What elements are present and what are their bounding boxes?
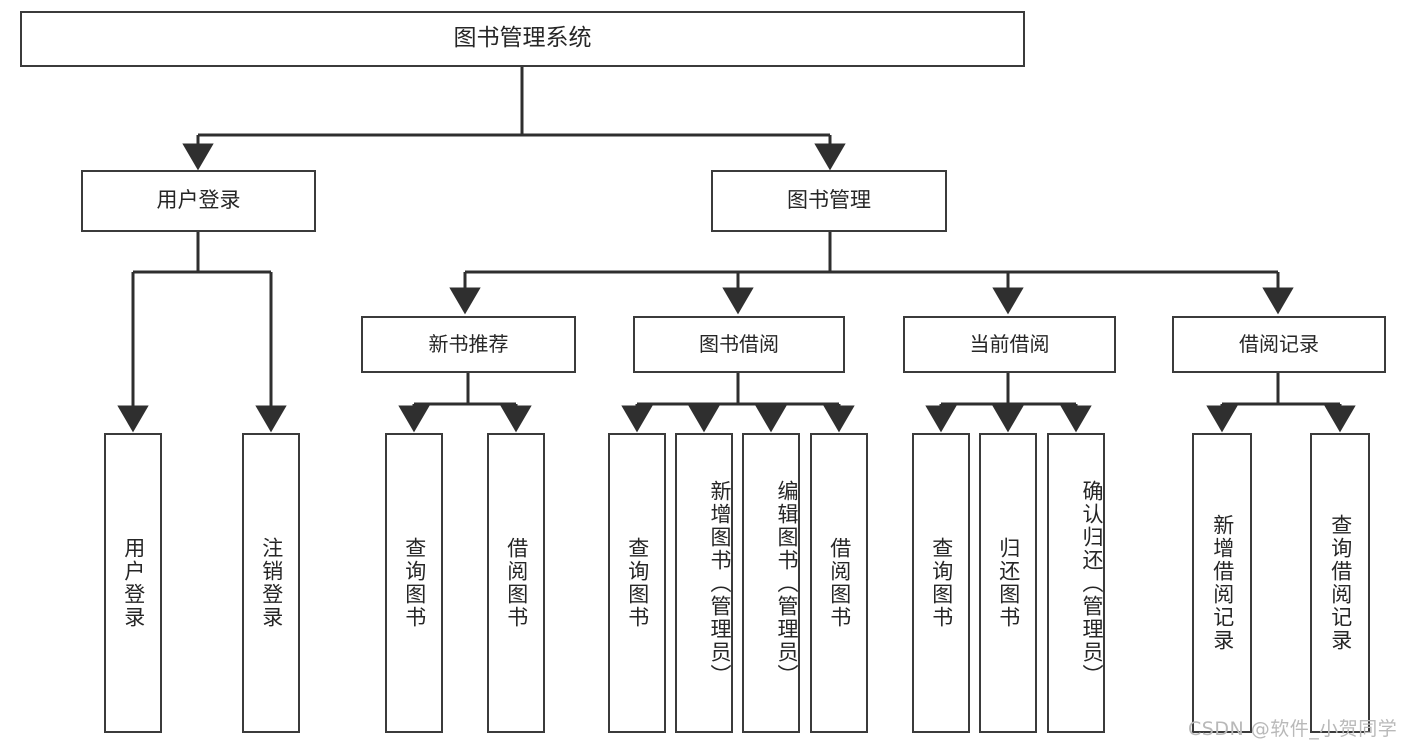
node-leaf-return-book[interactable]: 归还图书 [979, 433, 1037, 733]
node-leaf-query-book-1-label: 查询图书 [402, 537, 427, 629]
node-leaf-query-book-1[interactable]: 查询图书 [385, 433, 443, 733]
node-leaf-confirm-return-label: 确认归还（管理员） [1080, 479, 1104, 687]
node-leaf-query-book-3[interactable]: 查询图书 [912, 433, 970, 733]
node-borrow-record-label: 借阅记录 [1239, 332, 1319, 357]
node-leaf-borrow-book-1[interactable]: 借阅图书 [487, 433, 545, 733]
node-leaf-edit-book-label: 编辑图书（管理员） [775, 479, 799, 687]
node-leaf-query-book-2-label: 查询图书 [625, 537, 650, 629]
node-book-manage-label: 图书管理 [787, 188, 871, 213]
node-leaf-query-book-2[interactable]: 查询图书 [608, 433, 666, 733]
watermark: CSDN @软件_小贺同学 [1188, 718, 1398, 740]
node-borrow-record[interactable]: 借阅记录 [1172, 316, 1386, 373]
node-leaf-query-record-label: 查询借阅记录 [1328, 514, 1353, 652]
node-leaf-borrow-book-1-label: 借阅图书 [504, 537, 529, 629]
node-leaf-query-record[interactable]: 查询借阅记录 [1310, 433, 1370, 733]
node-current-borrow-label: 当前借阅 [969, 332, 1050, 357]
node-user-login[interactable]: 用户登录 [81, 170, 316, 232]
node-leaf-query-book-3-label: 查询图书 [929, 537, 954, 629]
node-leaf-borrow-book-2-label: 借阅图书 [827, 537, 852, 629]
node-leaf-confirm-return[interactable]: 确认归还（管理员） [1047, 433, 1105, 733]
node-user-login-label: 用户登录 [156, 188, 241, 213]
node-leaf-logout-label: 注销登录 [259, 537, 284, 629]
node-root-label: 图书管理系统 [453, 25, 592, 52]
node-book-borrow[interactable]: 图书借阅 [633, 316, 845, 373]
node-current-borrow[interactable]: 当前借阅 [903, 316, 1116, 373]
node-leaf-add-book[interactable]: 新增图书（管理员） [675, 433, 733, 733]
node-leaf-return-book-label: 归还图书 [996, 537, 1021, 629]
node-leaf-user-login-label: 用户登录 [121, 537, 146, 629]
node-leaf-borrow-book-2[interactable]: 借阅图书 [810, 433, 868, 733]
node-book-borrow-label: 图书借阅 [699, 332, 779, 357]
node-leaf-add-record[interactable]: 新增借阅记录 [1192, 433, 1252, 733]
node-root[interactable]: 图书管理系统 [20, 11, 1025, 67]
node-new-book-recommend-label: 新书推荐 [428, 332, 509, 357]
node-leaf-add-record-label: 新增借阅记录 [1210, 514, 1235, 652]
node-leaf-user-login[interactable]: 用户登录 [104, 433, 162, 733]
node-new-book-recommend[interactable]: 新书推荐 [361, 316, 576, 373]
node-leaf-add-book-label: 新增图书（管理员） [708, 479, 732, 687]
node-leaf-logout[interactable]: 注销登录 [242, 433, 300, 733]
node-leaf-edit-book[interactable]: 编辑图书（管理员） [742, 433, 800, 733]
node-book-manage[interactable]: 图书管理 [711, 170, 947, 232]
